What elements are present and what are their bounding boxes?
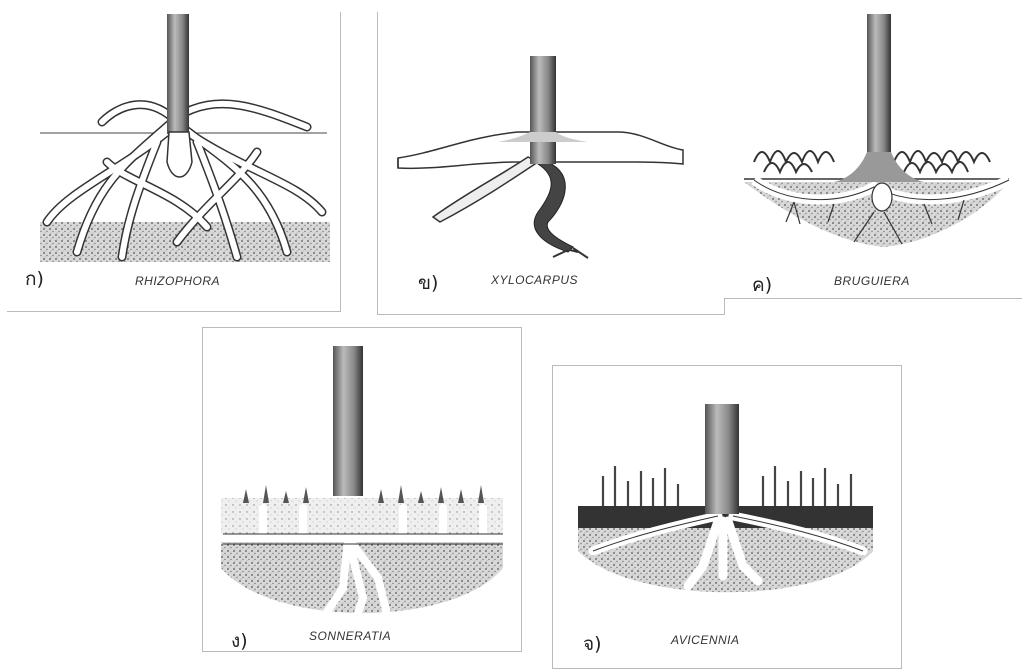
bruguiera-root-illustration <box>724 12 1022 298</box>
avicennia-root-illustration <box>553 366 901 668</box>
panel-label: ค) <box>752 270 772 300</box>
panel-avicennia: จ) AVICENNIA <box>552 365 902 669</box>
species-name: SONNERATIA <box>309 629 391 643</box>
species-name: RHIZOPHORA <box>135 274 220 288</box>
sonneratia-root-illustration <box>203 328 521 651</box>
panel-sonneratia: ง) SONNERATIA <box>202 327 522 652</box>
rhizophora-root-illustration <box>7 12 340 311</box>
panel-label: ก) <box>25 264 44 294</box>
species-name: BRUGUIERA <box>834 274 910 288</box>
panel-xylocarpus: ข) XYLOCARPUS <box>377 12 725 315</box>
panel-label: ข) <box>418 268 438 298</box>
panel-rhizophora: ก) RHIZOPHORA <box>7 12 341 312</box>
species-name: AVICENNIA <box>671 633 740 647</box>
species-name: XYLOCARPUS <box>491 273 578 287</box>
panel-label: จ) <box>583 629 602 659</box>
panel-bruguiera: ค) BRUGUIERA <box>724 12 1022 299</box>
panel-label: ง) <box>231 626 248 656</box>
